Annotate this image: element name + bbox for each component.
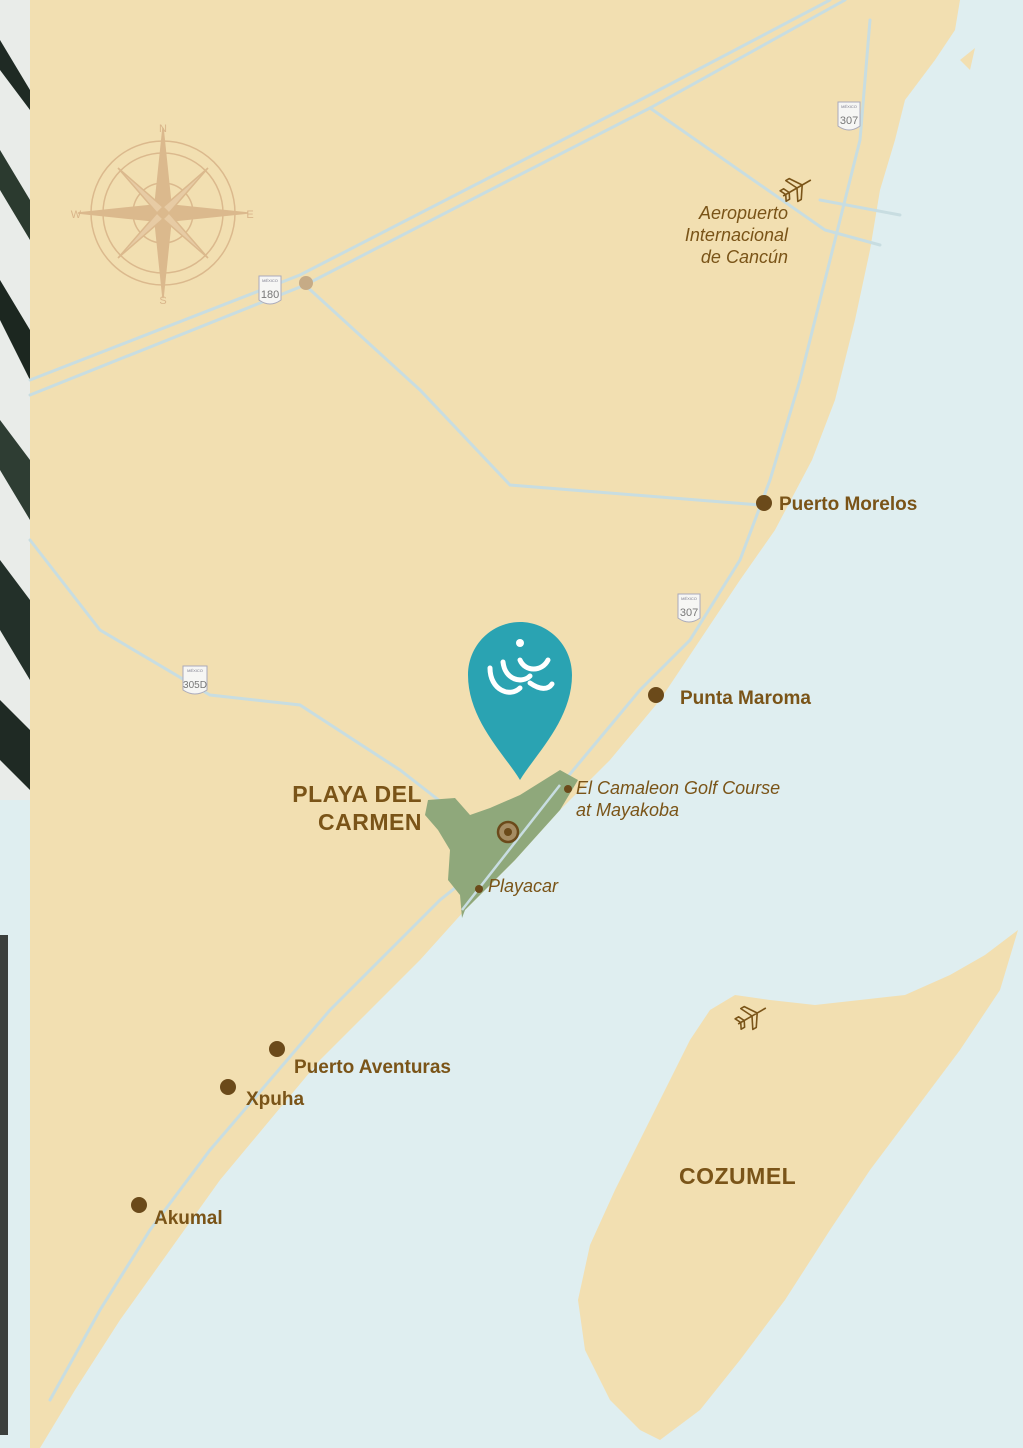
label-cozumel: COZUMEL bbox=[679, 1163, 797, 1189]
playa-del-carmen-zone bbox=[425, 770, 578, 918]
dot-camaleon[interactable] bbox=[564, 785, 572, 793]
airport-label-line2: Internacional bbox=[684, 225, 788, 245]
islet bbox=[960, 48, 975, 70]
label-playacar: Playacar bbox=[488, 876, 559, 896]
shield-country: MÉXICO bbox=[262, 278, 278, 283]
dot-punta-maroma[interactable] bbox=[648, 687, 664, 703]
label-camaleon-line1: El Camaleon Golf Course bbox=[576, 778, 781, 798]
shield-country: MÉXICO bbox=[187, 668, 203, 673]
shield-305d: 305D bbox=[183, 680, 207, 691]
dot-akumal[interactable] bbox=[131, 1197, 147, 1213]
airport-label: Aeropuerto Internacional de Cancún bbox=[630, 202, 788, 268]
junction-dot bbox=[299, 276, 313, 290]
label-akumal: Akumal bbox=[154, 1208, 223, 1229]
label-camaleon-line2: at Mayakoba bbox=[576, 800, 680, 820]
palm-photo-strip bbox=[0, 0, 30, 1435]
dot-playacar[interactable] bbox=[475, 885, 483, 893]
location-pin-icon[interactable] bbox=[468, 622, 572, 780]
airport-label-line1: Aeropuerto bbox=[698, 203, 788, 223]
highway-shield-icon: MÉXICO 305D bbox=[182, 665, 208, 695]
shield-country: MÉXICO bbox=[681, 596, 697, 601]
airport-label-line3: de Cancún bbox=[700, 247, 788, 267]
dot-puerto-morelos[interactable] bbox=[756, 495, 772, 511]
playa-center-dot bbox=[504, 828, 512, 836]
dot-xpuha[interactable] bbox=[220, 1079, 236, 1095]
shield-307-mid: 307 bbox=[680, 607, 698, 619]
compass-s: S bbox=[159, 295, 166, 307]
compass-w: W bbox=[71, 209, 82, 221]
shield-180: 180 bbox=[261, 289, 279, 301]
shield-country: MÉXICO bbox=[841, 104, 857, 109]
compass-n: N bbox=[159, 123, 167, 135]
label-camaleon: El Camaleon Golf Course at Mayakoba bbox=[576, 777, 780, 821]
label-puerto-aventuras: Puerto Aventuras bbox=[294, 1057, 451, 1078]
label-playa-line2: CARMEN bbox=[318, 809, 422, 835]
shield-307-top: 307 bbox=[840, 115, 858, 127]
label-playa-del-carmen: PLAYA DEL CARMEN bbox=[276, 780, 422, 836]
label-punta-maroma: Punta Maroma bbox=[680, 688, 811, 709]
highway-shield-icon: MÉXICO 307 bbox=[837, 101, 861, 131]
dot-puerto-aventuras[interactable] bbox=[269, 1041, 285, 1057]
airplane-icon bbox=[779, 177, 812, 203]
highway-shield-icon: MÉXICO 180 bbox=[258, 275, 282, 305]
brand-logo-icon bbox=[487, 657, 555, 695]
compass-rose-icon bbox=[77, 127, 249, 299]
highway-shield-icon: MÉXICO 307 bbox=[677, 593, 701, 623]
compass-e: E bbox=[246, 209, 253, 221]
label-playa-line1: PLAYA DEL bbox=[292, 781, 422, 807]
logo-dot bbox=[516, 639, 524, 647]
cozumel-island bbox=[578, 930, 1018, 1440]
lagoon bbox=[885, 170, 920, 215]
label-xpuha: Xpuha bbox=[246, 1089, 305, 1110]
label-puerto-morelos: Puerto Morelos bbox=[779, 494, 918, 515]
airplane-icon bbox=[734, 1005, 767, 1031]
